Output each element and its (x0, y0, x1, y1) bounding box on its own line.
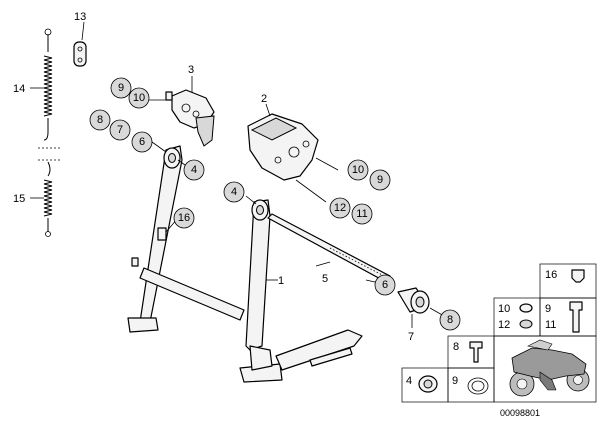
legend-label-9: 9 (545, 303, 551, 315)
callout-3: 3 (188, 64, 194, 76)
legend-label-8: 8 (453, 341, 459, 353)
bracket-3 (165, 89, 215, 147)
callout-8b: 8 (447, 314, 453, 326)
bubble-6 (131, 131, 153, 153)
bubble-4 (183, 159, 205, 181)
legend-label-16: 16 (545, 269, 557, 281)
bubble-6b (374, 274, 396, 296)
callout-6: 6 (139, 136, 145, 148)
callout-4b: 4 (231, 186, 237, 198)
hardware-legend: 16 10 12 9 11 8 4 9 (401, 263, 597, 403)
bubble-4b (223, 181, 245, 203)
callout-7: 7 (408, 331, 414, 343)
callout-4: 4 (191, 164, 197, 176)
bubble-11 (351, 203, 373, 225)
bubble-16 (173, 207, 195, 229)
callout-8: 8 (97, 114, 103, 126)
callout-10b: 10 (352, 164, 364, 176)
drawing-number: 00098801 (500, 408, 540, 418)
callout-1: 1 (278, 275, 284, 287)
bubble-10 (128, 87, 150, 109)
bubble-8b (439, 309, 461, 331)
bubble-9b (369, 169, 391, 191)
callout-10: 10 (133, 92, 145, 104)
spring-upper (43, 28, 53, 141)
callout-14: 14 (13, 83, 25, 95)
bubble-8 (89, 109, 111, 131)
callout-6b: 6 (382, 279, 388, 291)
callout-11: 11 (356, 208, 367, 220)
callout-9b: 9 (377, 174, 383, 186)
callout-12: 12 (334, 202, 346, 214)
legend-label-12: 12 (498, 319, 510, 331)
callout-5: 5 (322, 273, 328, 285)
motorcycle-thumbnail-frame (493, 335, 597, 403)
callout-16: 16 (178, 212, 190, 224)
switch-housing-2 (247, 113, 319, 181)
bubble-7 (109, 119, 131, 141)
callout-13: 13 (74, 11, 86, 23)
pivot-bolt-5 (267, 213, 393, 283)
bubble-12 (329, 197, 351, 219)
callout-15: 15 (13, 193, 25, 205)
bush-7 (397, 287, 430, 314)
legend-label-4: 4 (406, 375, 412, 387)
centre-stand-1 (127, 145, 363, 383)
legend-label-11: 11 (545, 319, 556, 331)
bubble-10b (347, 159, 369, 181)
spring-lower (43, 161, 53, 237)
callout-2: 2 (261, 93, 267, 105)
legend-label-9b: 9 (452, 375, 458, 387)
legend-label-10: 10 (498, 303, 510, 315)
link-plate-13 (73, 41, 87, 67)
motorcycle-icon (509, 339, 590, 397)
callout-7-circled: 7 (117, 124, 123, 136)
bubble-9 (110, 77, 132, 99)
callout-9: 9 (118, 82, 124, 94)
